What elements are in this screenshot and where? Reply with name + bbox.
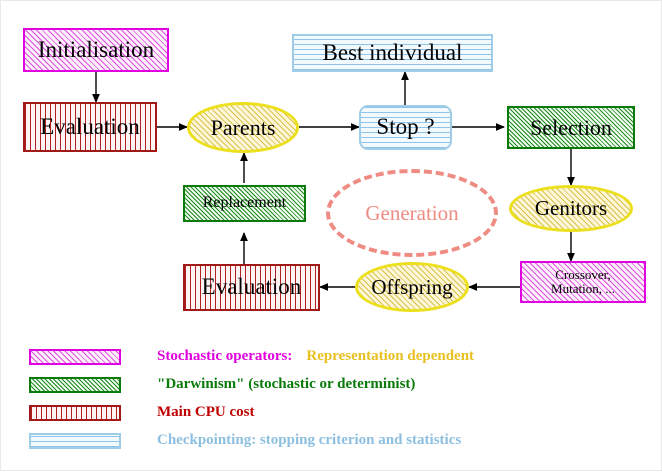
legend-label-stochastic-operators: Stochastic operators: bbox=[157, 348, 293, 364]
node-generation-label: Generation bbox=[365, 200, 459, 225]
node-initialisation[interactable]: Initialisation bbox=[23, 28, 169, 72]
node-genitors-label: Genitors bbox=[534, 196, 608, 221]
node-evaluation-bottom-label: Evaluation bbox=[201, 274, 302, 300]
node-evaluation-top-label: Evaluation bbox=[40, 113, 140, 139]
node-evaluation-bottom[interactable]: Evaluation bbox=[183, 264, 320, 311]
legend-label-checkpointing: Checkpointing: stopping criterion and st… bbox=[157, 432, 462, 448]
node-evaluation-top[interactable]: Evaluation bbox=[23, 102, 157, 152]
legend-swatch-magenta-diagonal bbox=[29, 348, 121, 365]
node-stop[interactable]: Stop ? bbox=[359, 105, 452, 150]
node-replacement[interactable]: Replacement bbox=[183, 185, 306, 222]
node-operators[interactable]: Crossover, Mutation, ... bbox=[520, 261, 646, 303]
node-generation: Generation bbox=[326, 169, 498, 257]
legend-row-checkpointing: Checkpointing: stopping criterion and st… bbox=[29, 432, 461, 449]
legend-row-cpu: Main CPU cost bbox=[29, 404, 255, 421]
legend-swatch-red-vertical bbox=[29, 404, 121, 421]
node-stop-label: Stop ? bbox=[376, 114, 435, 140]
node-genitors[interactable]: Genitors bbox=[509, 185, 633, 232]
node-offspring-label: Offspring bbox=[371, 274, 453, 299]
legend-swatch-green-diagonal bbox=[29, 376, 121, 393]
legend-row-stochastic: Stochastic operators: Representation dep… bbox=[29, 348, 474, 365]
node-replacement-label: Replacement bbox=[202, 194, 287, 212]
node-operators-line1: Crossover, bbox=[555, 267, 611, 283]
node-parents[interactable]: Parents bbox=[187, 102, 299, 153]
node-initialisation-label: Initialisation bbox=[37, 36, 155, 62]
node-selection[interactable]: Selection bbox=[507, 106, 635, 149]
node-parents-label: Parents bbox=[210, 114, 276, 140]
node-best-individual[interactable]: Best individual bbox=[292, 34, 493, 72]
legend-label-darwinism: "Darwinism" (stochastic or determinist) bbox=[157, 376, 416, 392]
legend-swatch-blue-horizontal bbox=[29, 432, 121, 449]
node-best-individual-label: Best individual bbox=[322, 39, 463, 65]
node-offspring[interactable]: Offspring bbox=[355, 262, 469, 312]
node-operators-line2: Mutation, ... bbox=[551, 281, 615, 296]
legend-label-representation-dependent: Representation dependent bbox=[306, 348, 475, 364]
node-selection-label: Selection bbox=[530, 114, 612, 140]
legend-label-main-cpu-cost: Main CPU cost bbox=[157, 404, 255, 420]
legend-row-darwinism: "Darwinism" (stochastic or determinist) bbox=[29, 376, 415, 393]
